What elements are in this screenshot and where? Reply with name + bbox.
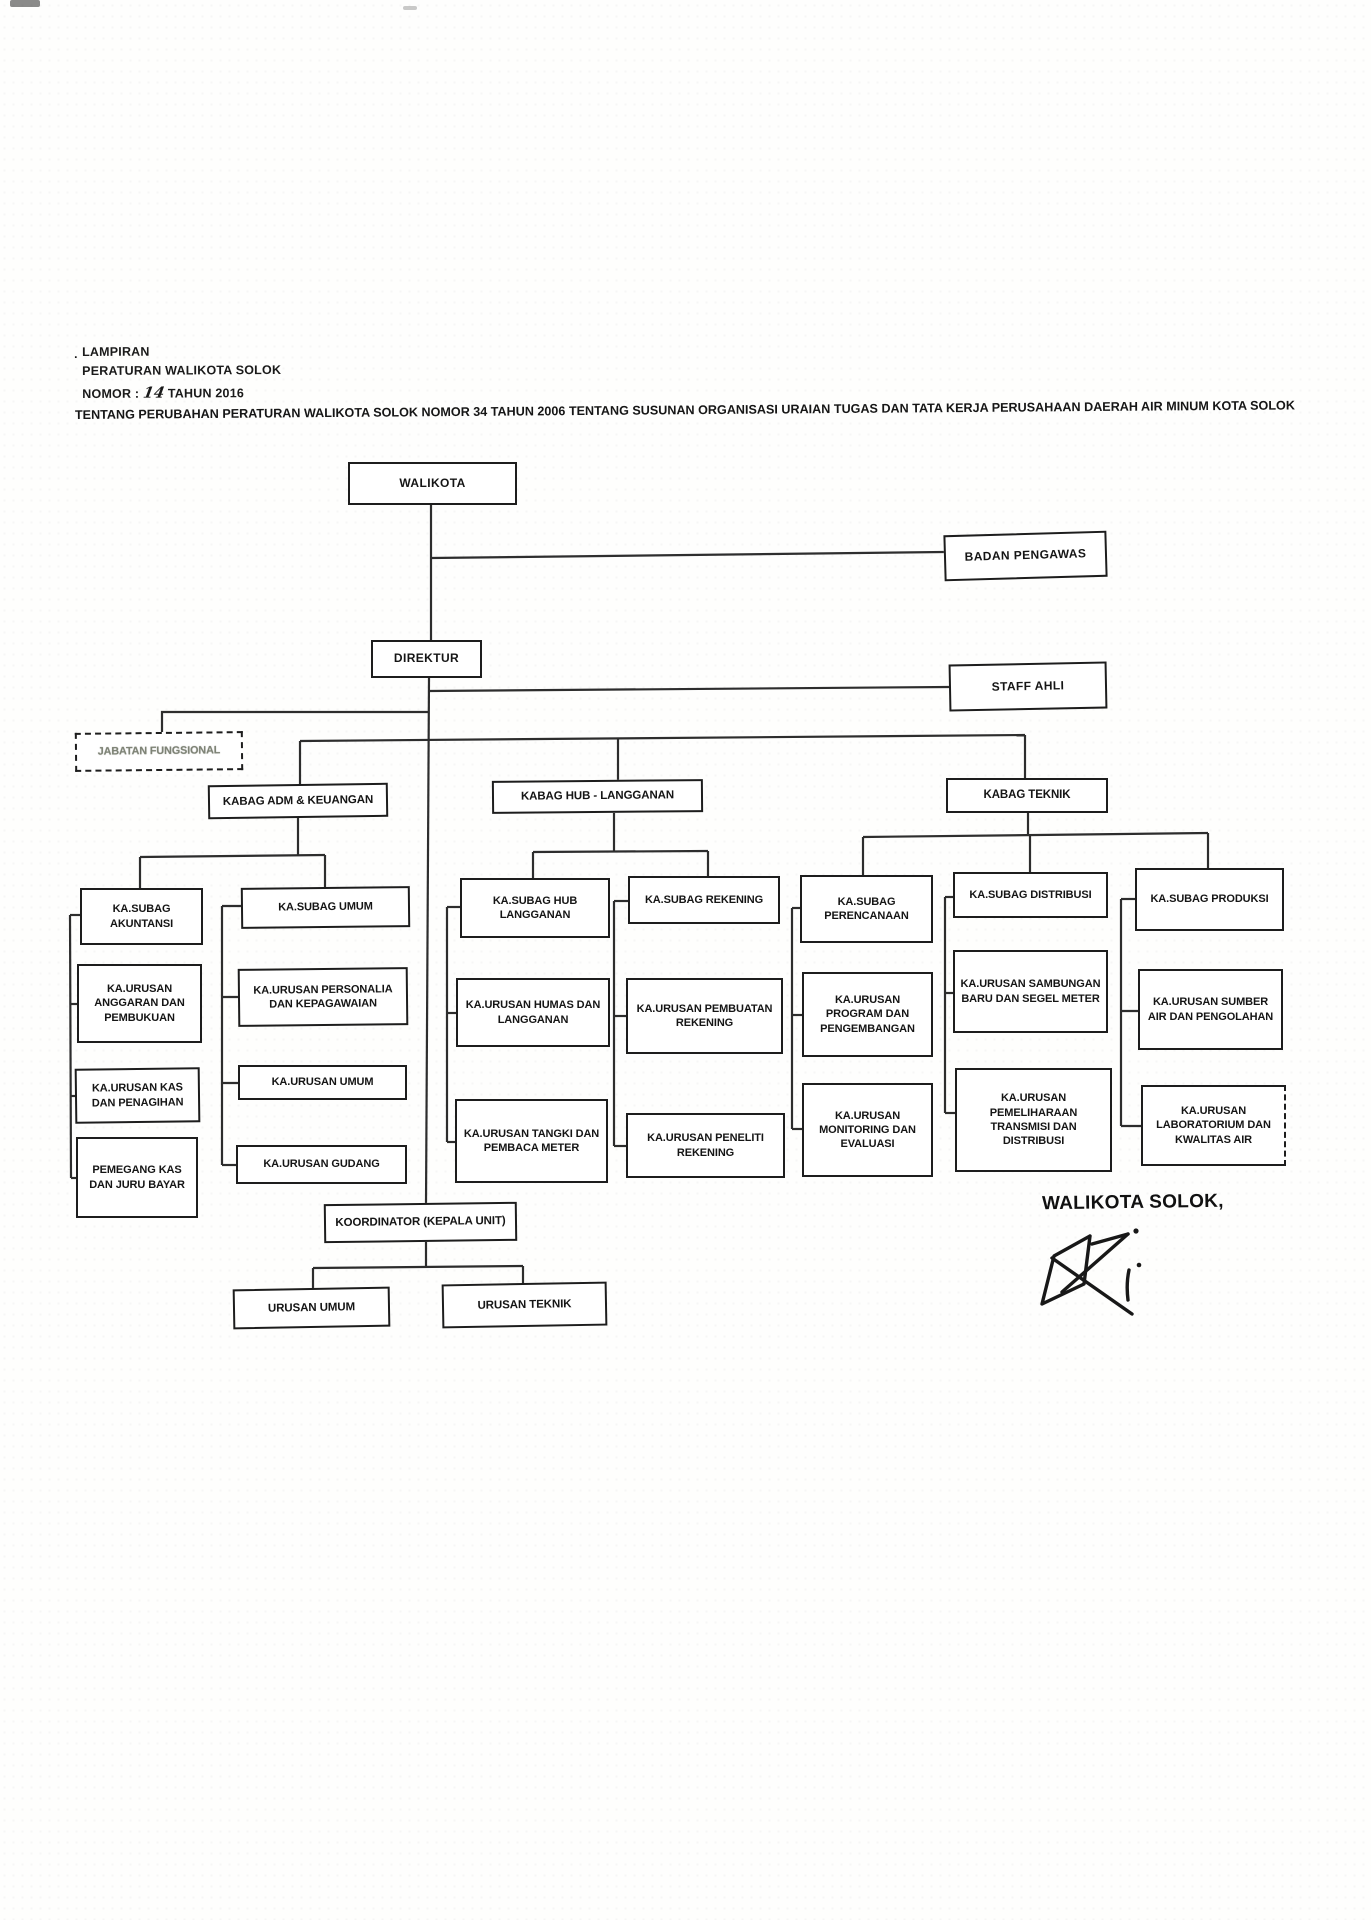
org-node-badan-pengawas: BADAN PENGAWAS (943, 530, 1108, 582)
org-node-walikota: WALIKOTA (348, 462, 517, 505)
org-node-ka-urusan-umum: KA.URUSAN UMUM (238, 1065, 407, 1100)
org-node-ka-urusan-humas: KA.URUSAN HUMAS DAN LANGGANAN (456, 978, 610, 1047)
org-node-ka-urusan-laboratorium: KA.URUSAN LABORATORIUM DAN KWALITAS AIR (1141, 1085, 1286, 1166)
org-node-ka-urusan-pemeliharaan: KA.URUSAN PEMELIHARAAN TRANSMISI DAN DIS… (955, 1068, 1112, 1172)
org-node-jabatan-fungsional: JABATAN FUNGSIONAL (74, 731, 244, 772)
org-node-urusan-teknik: URUSAN TEKNIK (441, 1281, 608, 1329)
org-node-kabag-hub-langganan: KABAG HUB - LANGGANAN (491, 779, 704, 814)
org-node-ka-subag-distribusi: KA.SUBAG DISTRIBUSI (953, 872, 1108, 918)
org-node-ka-subag-akuntansi: KA.SUBAG AKUNTANSI (80, 888, 203, 945)
org-node-ka-urusan-peneliti-rekening: KA.URUSAN PENELITI REKENING (626, 1113, 785, 1178)
org-node-ka-urusan-pembuatan-rekening: KA.URUSAN PEMBUATAN REKENING (626, 978, 783, 1054)
org-node-ka-urusan-tangki: KA.URUSAN TANGKI DAN PEMBACA METER (455, 1099, 608, 1183)
org-node-pemegang-kas: PEMEGANG KAS DAN JURU BAYAR (76, 1137, 198, 1218)
org-node-ka-urusan-sumber-air: KA.URUSAN SUMBER AIR DAN PENGOLAHAN (1138, 969, 1283, 1050)
org-node-kabag-adm-keuangan: KABAG ADM & KEUANGAN (207, 782, 389, 820)
org-node-ka-urusan-sambungan: KA.URUSAN SAMBUNGAN BARU DAN SEGEL METER (953, 950, 1108, 1033)
scan-artifact (10, 0, 40, 7)
org-node-ka-urusan-personalia: KA.URUSAN PERSONALIA DAN KEPAGAWAIAN (237, 967, 409, 1027)
org-node-ka-urusan-monitoring: KA.URUSAN MONITORING DAN EVALUASI (802, 1083, 933, 1177)
org-node-kabag-teknik: KABAG TEKNIK (946, 778, 1108, 813)
org-node-ka-urusan-kas: KA.URUSAN KAS DAN PENAGIHAN (74, 1067, 201, 1124)
signature-title: WALIKOTA SOLOK, (1041, 1190, 1224, 1215)
org-node-ka-urusan-anggaran: KA.URUSAN ANGGARAN DAN PEMBUKUAN (77, 964, 202, 1043)
org-node-direktur: DIREKTUR (371, 640, 482, 678)
org-node-ka-urusan-gudang: KA.URUSAN GUDANG (236, 1145, 407, 1184)
org-node-ka-urusan-program: KA.URUSAN PROGRAM DAN PENGEMBANGAN (802, 972, 933, 1057)
org-node-koordinator: KOORDINATOR (KEPALA UNIT) (323, 1201, 518, 1244)
org-node-ka-subag-perencanaan: KA.SUBAG PERENCANAAN (800, 875, 933, 943)
org-node-ka-subag-produksi: KA.SUBAG PRODUKSI (1135, 868, 1284, 931)
signature-scribble (1040, 1228, 1142, 1316)
org-node-urusan-umum: URUSAN UMUM (232, 1286, 391, 1330)
org-node-ka-subag-hub-langganan: KA.SUBAG HUB LANGGANAN (460, 878, 610, 938)
org-node-ka-subag-umum: KA.SUBAG UMUM (240, 886, 411, 929)
org-node-staff-ahli: STAFF AHLI (948, 661, 1108, 712)
org-node-ka-subag-rekening: KA.SUBAG REKENING (628, 876, 780, 924)
scan-artifact (403, 6, 417, 10)
